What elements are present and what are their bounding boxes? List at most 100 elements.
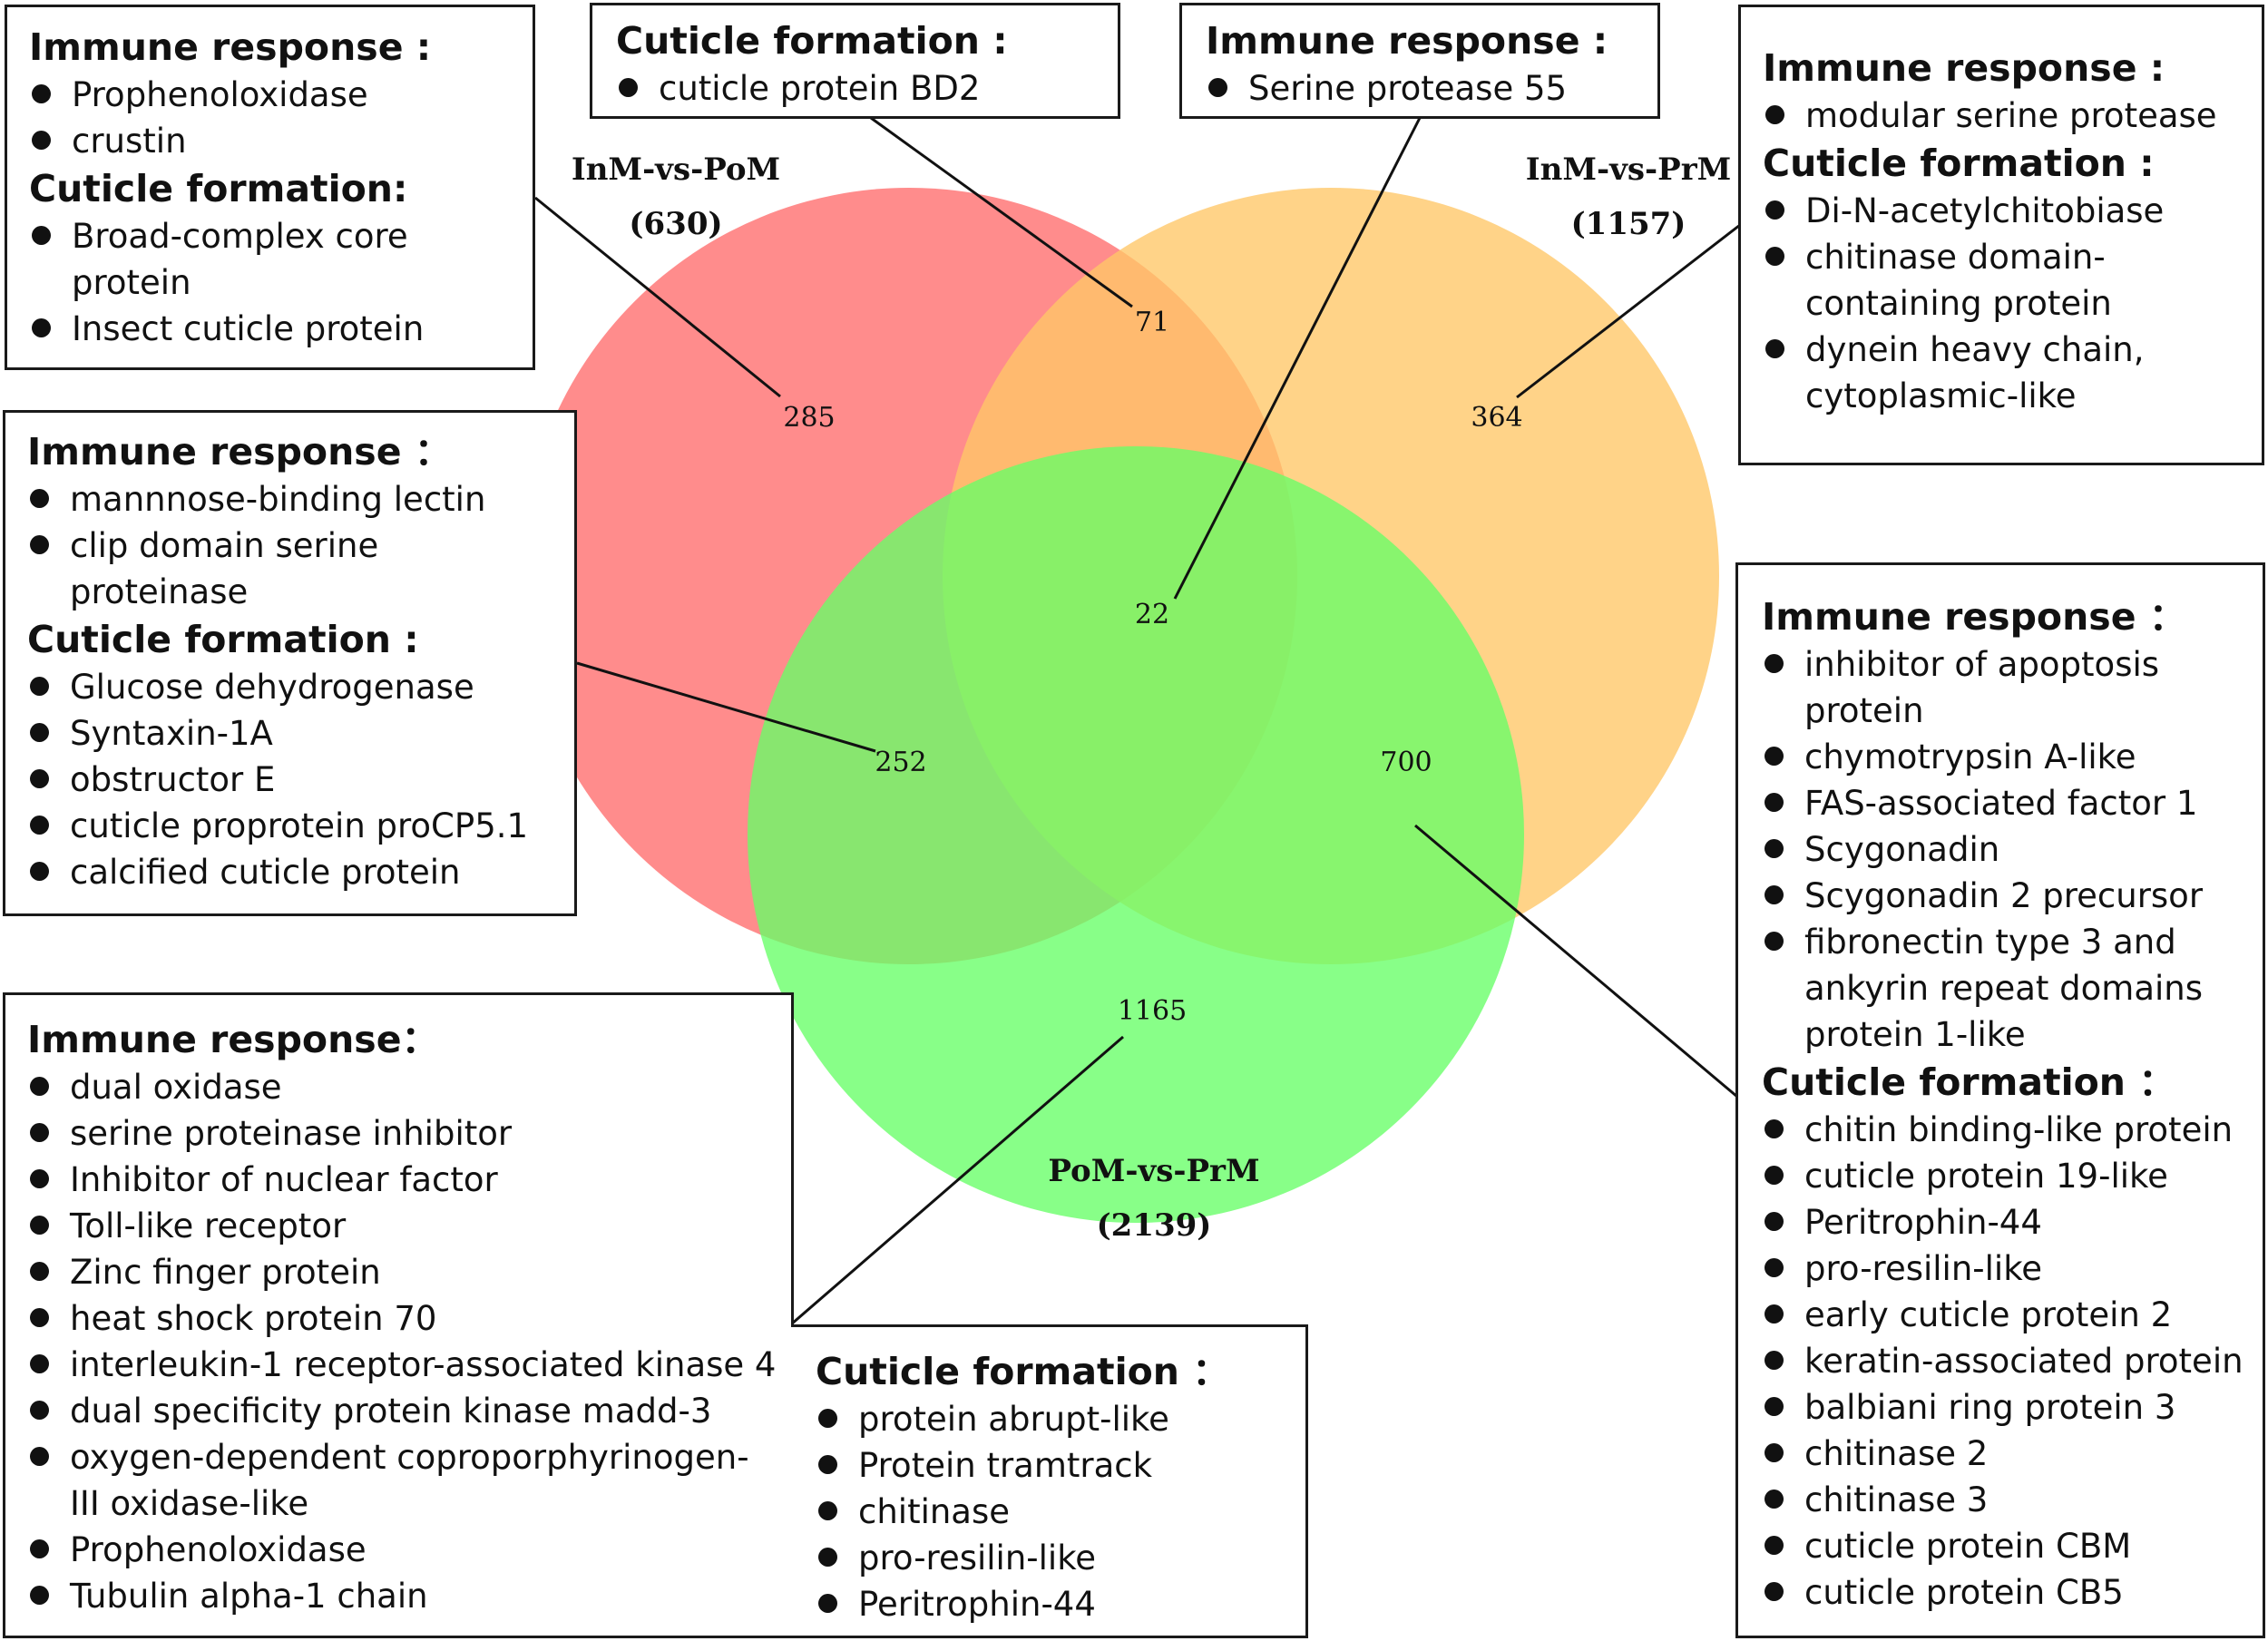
list-item-continuation: protein [1804,691,1924,730]
list-item-text: fibronectin type 3 and [1804,923,2176,962]
box-list: cuticle protein BD2 [616,65,1118,112]
annotation-box-bottom-center: Cuticle formation ： protein abrupt-like … [791,1324,1308,1638]
list-item: pro-resilin-like [1762,1245,2263,1292]
list-item: chitin binding-like protein [1762,1107,2263,1153]
list-item-continuation: ankyrin repeat domains [1804,969,2204,1008]
list-item-continuation: cytoplasmic-like [1805,376,2077,415]
list-item: Di-N-acetylchitobiase [1763,188,2262,234]
list-item-text: inhibitor of apoptosis [1804,645,2160,684]
list-item: Broad-complex core protein [29,213,533,306]
list-item-continuation: containing protein [1805,284,2112,323]
box-heading-cuticle-formation: Cuticle formation ： [1762,1060,2176,1104]
list-item: Peritrophin-44 [816,1581,1305,1627]
leader-line-22 [1173,117,1422,600]
list-item-text: Broad-complex core [72,217,408,256]
list-item: inhibitor of apoptosis protein [1762,641,2263,734]
list-item-continuation: proteinase [70,572,249,611]
list-item: Tubulin alpha-1 chain [27,1573,791,1619]
box-list: Broad-complex core protein Insect cuticle… [29,213,533,352]
list-item: chymotrypsin A-like [1762,734,2263,780]
leader-line-364 [1516,223,1741,399]
list-item: oxygen-dependent coproporphyrinogen-III … [27,1434,791,1527]
list-item: obstructor E [27,757,574,803]
region-count-inm-pom-and-inm-prm: 71 [1135,307,1169,338]
leader-line-71 [870,116,1133,308]
list-item: cuticle protein CBM [1762,1523,2263,1569]
list-item: cuticle proprotein proCP5.1 [27,803,574,849]
list-item: clip domain serine proteinase [27,523,574,615]
box-heading-immune-response: Immune response： [27,1018,439,1061]
box-list: modular serine protease [1763,93,2262,139]
annotation-box-top-right: Immune response : modular serine proteas… [1738,5,2264,465]
region-count-pom-prm-only: 1165 [1118,995,1187,1027]
leader-line-285 [534,196,781,398]
box-heading-cuticle-formation: Cuticle formation : [27,618,419,661]
list-item: Scygonadin [1762,826,2263,873]
list-item: Toll-like receptor [27,1203,791,1249]
list-item-text: clip domain serine [70,526,379,565]
list-item: protein abrupt-like [816,1396,1305,1442]
list-item: chitinase domain-containing protein [1763,234,2262,327]
list-item: Insect cuticle protein [29,306,533,352]
list-item: chitinase 3 [1762,1477,2263,1523]
leader-line-1165 [790,1035,1124,1326]
annotation-box-right: Immune response ： inhibitor of apoptosis… [1735,562,2265,1638]
list-item: dual specificity protein kinase madd-3 [27,1388,791,1434]
list-item: balbiani ring protein 3 [1762,1384,2263,1431]
box-heading-cuticle-formation: Cuticle formation ： [816,1350,1230,1393]
list-item-continuation: protein 1-like [1804,1015,2026,1054]
list-item: chitinase 2 [1762,1431,2263,1477]
list-item-text: chitinase domain- [1805,238,2106,277]
set-label-pom-vs-prm: PoM-vs-PrM [1048,1153,1259,1189]
box-heading-immune-response: Immune response ： [27,430,452,474]
box-list: inhibitor of apoptosis protein chymotryps… [1762,641,2263,1058]
box-heading-cuticle-formation: Cuticle formation : [1763,142,2155,185]
list-item: Scygonadin 2 precursor [1762,873,2263,919]
leader-line-700 [1414,824,1738,1099]
list-item: Inhibitor of nuclear factor [27,1157,791,1203]
list-item-continuation: protein [72,263,191,302]
region-count-inm-prm-and-pom-prm: 700 [1380,747,1432,778]
set-count-pom-vs-prm: (2139) [1097,1207,1212,1244]
list-item: chitinase [816,1489,1305,1535]
list-item: Syntaxin-1A [27,710,574,757]
box-list: chitin binding-like protein cuticle prot… [1762,1107,2263,1616]
set-count-inm-vs-pom: (630) [629,206,722,242]
list-item: calcified cuticle protein [27,849,574,895]
region-count-all-three: 22 [1135,599,1169,630]
box-list: dual oxidase serine proteinase inhibitor… [27,1064,791,1619]
set-label-inm-vs-prm: InM-vs-PrM [1526,151,1732,188]
set-count-inm-vs-prm: (1157) [1571,206,1686,242]
box-heading-immune-response: Immune response : [1206,19,1608,63]
list-item: Peritrophin-44 [1762,1199,2263,1245]
region-count-inm-pom-and-pom-prm: 252 [875,747,926,778]
list-item: dual oxidase [27,1064,791,1110]
list-item: Protein tramtrack [816,1442,1305,1489]
list-item: Zinc finger protein [27,1249,791,1295]
box-list: mannnose-binding lectin clip domain seri… [27,476,574,615]
set-circle-pom-vs-prm [748,446,1524,1223]
list-item: dynein heavy chain, cytoplasmic-like [1763,327,2262,419]
annotation-box-top-left: Immune response : Prophenoloxidase crust… [5,5,535,370]
box-heading-cuticle-formation: Cuticle formation: [29,167,408,210]
list-item: cuticle protein 19-like [1762,1153,2263,1199]
list-item: modular serine protease [1763,93,2262,139]
list-item-text: dynein heavy chain, [1805,330,2145,369]
box-heading-immune-response: Immune response : [29,25,432,69]
list-item-continuation: III oxidase-like [70,1484,309,1523]
set-label-inm-vs-pom: InM-vs-PoM [572,151,780,188]
list-item: mannnose-binding lectin [27,476,574,523]
list-item: Serine protease 55 [1206,65,1657,112]
list-item: heat shock protein 70 [27,1295,791,1342]
annotation-box-mid-left: Immune response ： mannnose-binding lecti… [3,410,577,916]
list-item: fibronectin type 3 and ankyrin repeat dom… [1762,919,2263,1058]
list-item: Prophenoloxidase [27,1527,791,1573]
box-list: protein abrupt-like Protein tramtrack ch… [816,1396,1305,1627]
region-count-inm-pom-only: 285 [783,402,835,434]
box-heading-immune-response: Immune response : [1763,46,2165,90]
region-count-inm-prm-only: 364 [1471,402,1522,434]
list-item: early cuticle protein 2 [1762,1292,2263,1338]
box-list: Serine protease 55 [1206,65,1657,112]
list-item: FAS-associated factor 1 [1762,780,2263,826]
